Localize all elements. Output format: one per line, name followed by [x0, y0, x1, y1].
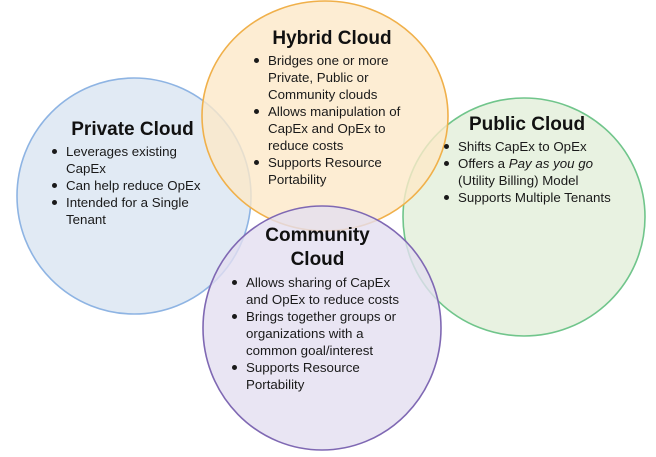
community-cloud-circle [202, 205, 442, 451]
bullet-item: Brings together groups or organizations … [232, 308, 405, 359]
bullet-item: Allows manipulation of CapEx and OpEx to… [254, 103, 412, 154]
bullet-item: Supports Resource Portability [232, 359, 405, 393]
bullet-item: Bridges one or more Private, Public or C… [254, 52, 412, 103]
bullet-italic-text: Pay as you go [508, 156, 594, 171]
bullet-item: Leverages existing CapEx [52, 143, 215, 177]
hybrid-cloud-title: Hybrid Cloud [272, 28, 392, 49]
private-cloud-panel: Private Cloud Leverages existing CapEx C… [50, 119, 215, 228]
hybrid-cloud-bullets: Bridges one or more Private, Public or C… [252, 52, 412, 188]
bullet-text: Offers a [458, 156, 509, 171]
private-cloud-bullets: Leverages existing CapEx Can help reduce… [50, 143, 215, 228]
bullet-item: Supports Multiple Tenants [444, 190, 611, 205]
public-cloud-panel: Public Cloud Shifts CapEx to OpEx Offers… [442, 114, 612, 206]
bullet-text: (Utility Billing) Model [458, 173, 579, 188]
private-cloud-title: Private Cloud [71, 119, 194, 140]
bullet-item: Offers a Pay as you go (Utility Billing)… [444, 155, 612, 189]
bullet-item: Can help reduce OpEx [52, 177, 215, 194]
public-cloud-bullets: Shifts CapEx to OpEx Offers a Pay as you… [442, 138, 612, 206]
community-cloud-bullets: Allows sharing of CapEx and OpEx to redu… [230, 274, 405, 393]
public-cloud-circle [402, 97, 646, 337]
bullet-item: Shifts CapEx to OpEx [444, 138, 612, 155]
hybrid-cloud-panel: Hybrid Cloud Bridges one or more Private… [252, 28, 412, 188]
bullet-item: Intended for a Single Tenant [52, 194, 215, 228]
bullet-item: Allows sharing of CapEx and OpEx to redu… [232, 274, 405, 308]
public-cloud-title: Public Cloud [468, 114, 586, 135]
bullet-item: Supports Resource Portability [254, 154, 412, 188]
